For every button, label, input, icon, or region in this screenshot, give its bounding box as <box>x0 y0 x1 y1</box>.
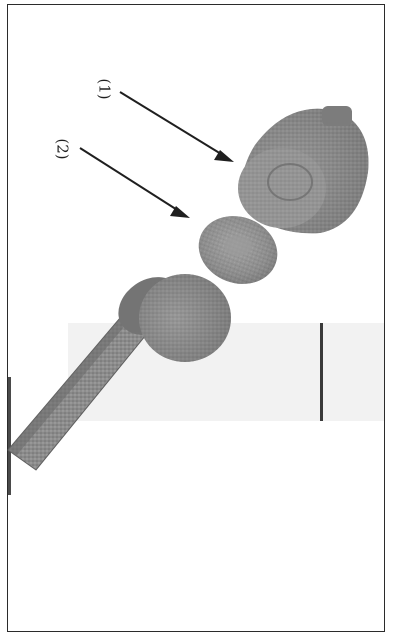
cap-part-1-notch <box>322 106 352 126</box>
stem-head-texture <box>139 274 231 362</box>
shaft <box>8 318 150 470</box>
leader-line-1 <box>120 92 226 157</box>
callout-label-1: (1) <box>96 78 114 99</box>
cap-part-1-face-texture <box>238 148 326 228</box>
shaft-shadow <box>8 318 128 456</box>
leader-line-2 <box>80 148 182 213</box>
disc-part-2-center <box>224 236 252 256</box>
callout-label-2: (2) <box>54 138 72 159</box>
